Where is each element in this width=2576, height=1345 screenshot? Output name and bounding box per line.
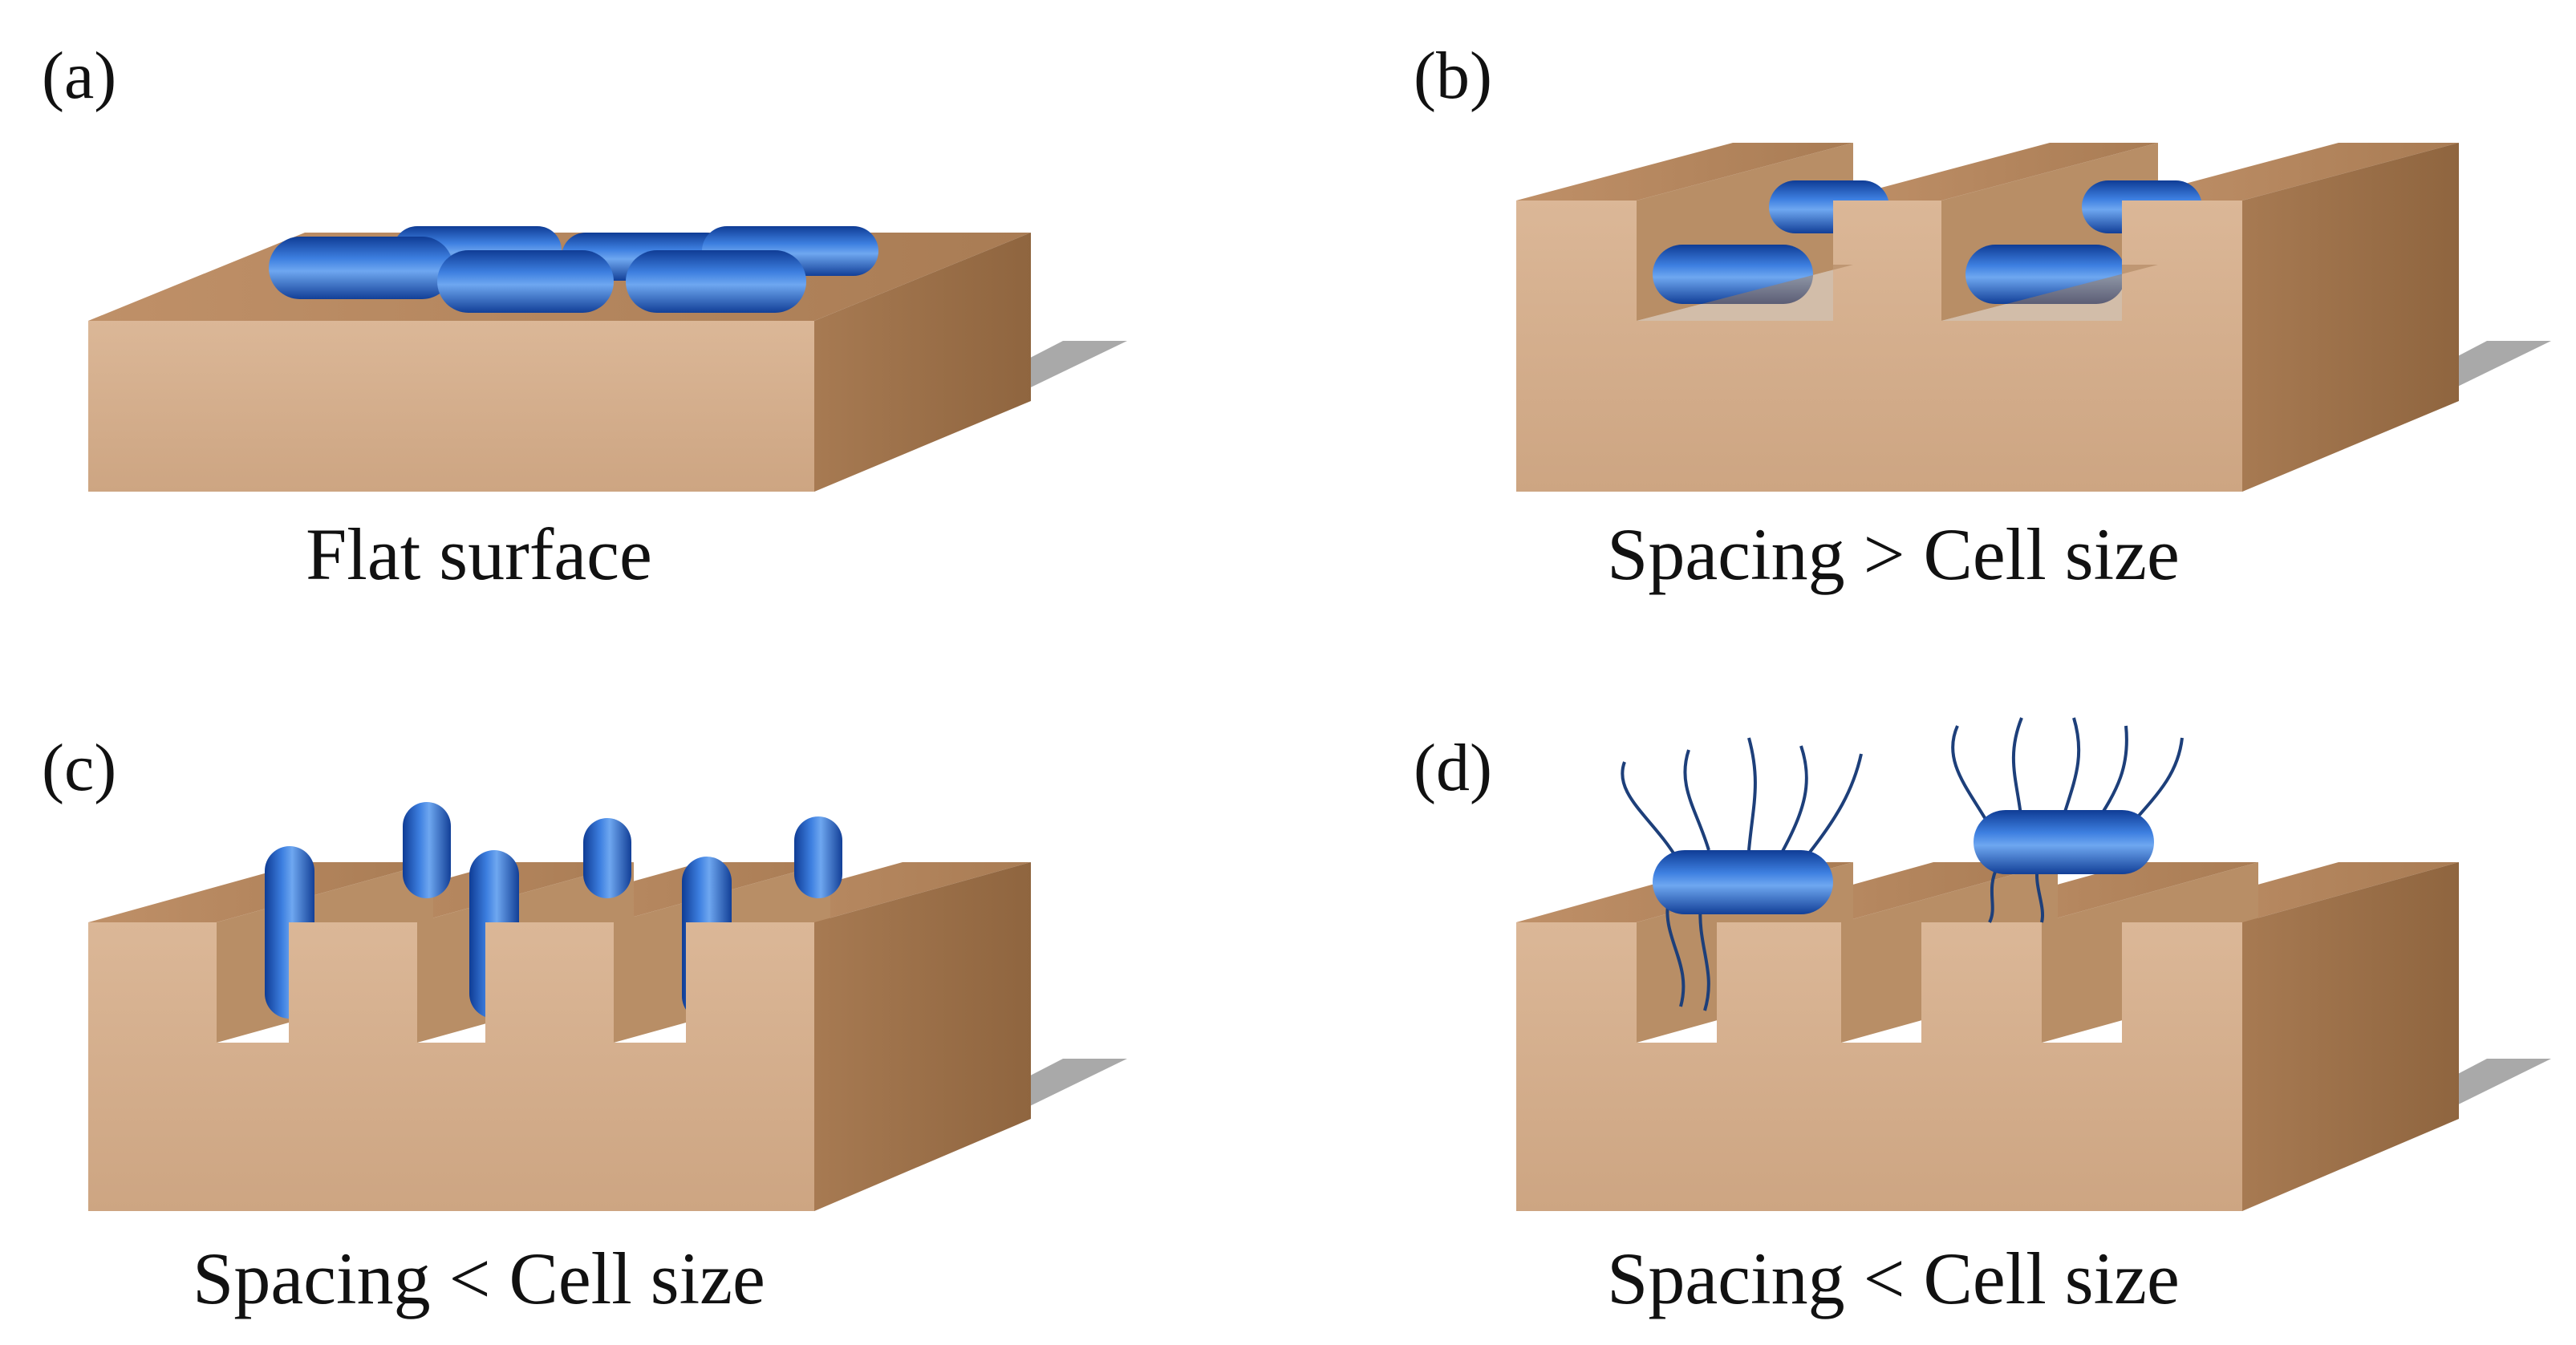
bacterium — [437, 250, 614, 313]
panel-d: (d) — [1414, 717, 2551, 1319]
bacterium — [626, 250, 806, 313]
panel-b-grooved-block — [1516, 143, 2551, 492]
panel-c: (c) Spacing < Cell size — [42, 731, 1127, 1319]
panel-b-block-front — [1516, 201, 2242, 492]
bacterium — [1653, 850, 1833, 914]
panel-a-block-front — [88, 321, 814, 492]
flagellum — [1665, 897, 1686, 1007]
panel-b-ridge-top — [1516, 143, 1853, 201]
panel-b-ridge-top — [1833, 143, 2158, 201]
panel-a-label: (a) — [42, 38, 116, 113]
panel-a-block-side — [814, 233, 1031, 492]
panel-c-block-front — [88, 922, 814, 1211]
flagellum — [2060, 717, 2081, 823]
panel-c-block-side — [814, 862, 1031, 1211]
panel-d-block-side — [2242, 862, 2459, 1211]
flagellum — [1621, 761, 1678, 860]
bacterium — [794, 816, 842, 898]
bacterium — [583, 818, 631, 898]
panel-c-grooved-block — [88, 802, 1127, 1211]
panel-d-caption: Spacing < Cell size — [1607, 1238, 2180, 1319]
panel-b-ridge-top — [2122, 143, 2459, 201]
panel-b-block-side — [2242, 143, 2459, 492]
bacterium — [269, 237, 453, 299]
panel-b-label: (b) — [1414, 38, 1492, 113]
panel-d-grooved-block — [1516, 862, 2551, 1211]
panel-a: (a) Flat surface — [42, 38, 1127, 595]
panel-c-ridge-top — [88, 862, 433, 922]
flagellum — [1683, 749, 1710, 851]
bacterium — [1974, 810, 2154, 874]
panel-b: (b) Spacing > Cell size — [1414, 38, 2551, 595]
panel-c-caption: Spacing < Cell size — [193, 1238, 765, 1319]
flagellum — [1803, 753, 1863, 860]
panel-a-caption: Flat surface — [306, 513, 652, 595]
panel-d-label: (d) — [1414, 731, 1492, 805]
flagellum — [1951, 725, 1991, 827]
bacterium — [403, 802, 451, 898]
panel-d-flagella — [1621, 717, 2184, 1011]
flagellum — [1698, 901, 1710, 1011]
flagellum — [1779, 745, 1808, 855]
panel-c-label: (c) — [42, 731, 116, 805]
panel-b-groove-floor — [1637, 265, 1853, 321]
flagellum — [1988, 865, 1999, 923]
panel-b-caption: Spacing > Cell size — [1607, 513, 2180, 595]
flagellum — [1747, 737, 1757, 851]
panel-d-block-front — [1516, 922, 2242, 1211]
panel-d-bacteria-group — [1653, 810, 2154, 914]
flagellum — [2011, 717, 2023, 823]
panel-a-bacteria-group — [269, 226, 878, 313]
panel-b-groove-floor — [1941, 265, 2158, 321]
